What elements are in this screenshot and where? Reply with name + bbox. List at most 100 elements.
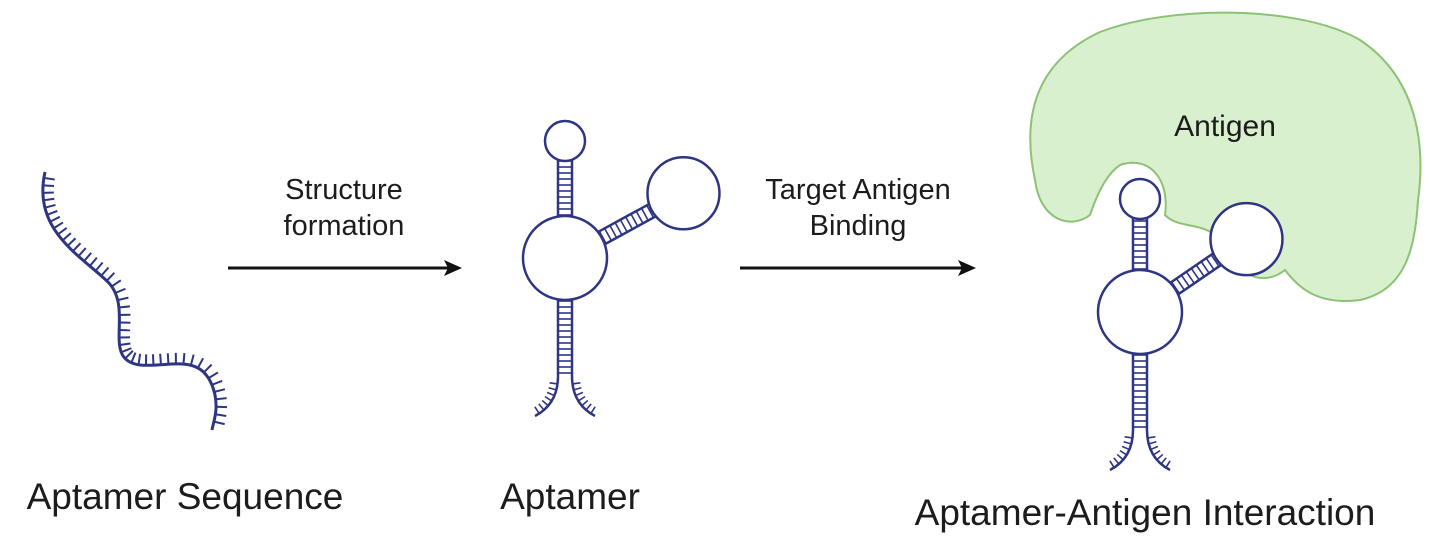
frayed-end-tick xyxy=(1125,437,1133,438)
target-antigen-binding-line2: Binding xyxy=(738,208,978,244)
sequence-base-tick xyxy=(204,365,212,373)
frayed-end-tick xyxy=(1153,451,1160,455)
branch-hairpin-loop xyxy=(647,157,719,229)
sequence-base-tick xyxy=(216,398,227,399)
branch-stem-rung xyxy=(631,214,638,226)
branch-stem-rung xyxy=(1176,279,1184,291)
internal-loop xyxy=(1098,270,1182,354)
aptamer-caption: Aptamer xyxy=(470,476,670,518)
branch-stem-rung xyxy=(642,208,649,220)
branch-stem-rung xyxy=(610,225,617,237)
branch-stem-rung xyxy=(1201,262,1209,274)
sequence-base-tick xyxy=(45,205,56,208)
sequence-base-tick xyxy=(47,211,57,215)
sequence-base-tick xyxy=(160,354,161,365)
frayed-end-tick xyxy=(542,400,548,405)
sequence-base-tick xyxy=(214,422,225,425)
internal-loop xyxy=(523,216,607,300)
sequence-base-tick xyxy=(73,243,81,251)
antigen-label: Antigen xyxy=(1140,110,1310,144)
top-hairpin-loop xyxy=(545,121,585,161)
sequence-base-tick xyxy=(112,280,121,286)
frayed-end-tick xyxy=(545,397,552,401)
sequence-base-tick xyxy=(212,381,222,385)
sequence-base-tick xyxy=(54,222,63,228)
sequence-base-tick xyxy=(58,228,67,235)
sequence-base-tick xyxy=(119,306,130,307)
sequence-base-tick xyxy=(78,248,85,256)
frayed-end-tick xyxy=(1124,442,1132,444)
folded-aptamer xyxy=(523,121,719,416)
frayed-end-right xyxy=(1147,430,1170,470)
sequence-base-tick xyxy=(131,353,135,363)
sequence-base-tick xyxy=(43,199,54,201)
sequence-base-tick xyxy=(214,389,225,392)
frayed-end-left xyxy=(535,376,558,416)
frayed-end-tick xyxy=(535,407,539,414)
frayed-end-tick xyxy=(582,400,588,405)
sequence-base-tick xyxy=(215,414,226,416)
frayed-end-tick xyxy=(591,407,595,414)
sequence-base-tick xyxy=(101,268,108,276)
sequence-base-tick xyxy=(107,273,115,281)
frayed-end-tick xyxy=(578,397,585,401)
structure-formation-label: Structure formation xyxy=(244,172,444,244)
frayed-end-tick xyxy=(1110,461,1114,468)
sequence-base-tick xyxy=(44,178,55,180)
target-antigen-binding-line1: Target Antigen xyxy=(738,172,978,208)
branch-stem-rung xyxy=(1196,265,1204,277)
sequence-base-tick xyxy=(90,258,97,266)
aptamer-antigen-interaction-caption: Aptamer-Antigen Interaction xyxy=(880,492,1410,534)
frayed-end-tick xyxy=(1149,442,1157,444)
frayed-end-tick xyxy=(1148,437,1156,438)
sequence-base-tick xyxy=(209,372,218,378)
top-hairpin-loop xyxy=(1120,179,1160,219)
frayed-end-tick xyxy=(1117,454,1123,459)
frayed-end-left xyxy=(1110,430,1133,470)
sequence-base-tick xyxy=(121,348,131,352)
sequence-base-tick xyxy=(43,185,54,186)
branch-stem-rung xyxy=(605,228,612,240)
branch-stem-rung xyxy=(1181,275,1189,287)
frayed-end-tick xyxy=(574,388,582,390)
branch-stem-rung xyxy=(626,217,633,229)
branch-stem-rung xyxy=(1186,272,1194,284)
frayed-end-right xyxy=(572,376,595,416)
frayed-end-tick xyxy=(1157,454,1163,459)
frayed-end-tick xyxy=(539,404,544,410)
sequence-base-tick xyxy=(153,354,154,365)
sequence-base-tick xyxy=(118,298,129,300)
branch-stem-rung xyxy=(1191,268,1199,280)
sequence-base-tick xyxy=(96,262,103,270)
frayed-end-tick xyxy=(1114,458,1119,464)
branch-hairpin-loop xyxy=(1210,203,1282,275)
sequence-base-tick xyxy=(63,233,71,240)
structure-formation-line2: formation xyxy=(244,208,444,244)
frayed-end-tick xyxy=(1151,446,1158,449)
frayed-end-tick xyxy=(550,383,558,384)
sequence-base-tick xyxy=(68,238,76,246)
sequence-base-tick xyxy=(191,355,194,366)
frayed-end-tick xyxy=(1161,458,1166,464)
sequence-base-tick xyxy=(139,354,141,365)
frayed-end-tick xyxy=(549,388,557,390)
branch-stem-rung xyxy=(620,220,627,232)
aptamer-sequence-strand xyxy=(43,172,227,430)
frayed-end-tick xyxy=(1120,451,1127,455)
sequence-base-tick xyxy=(125,351,133,359)
frayed-end-tick xyxy=(1122,446,1129,449)
frayed-end-tick xyxy=(1166,461,1170,468)
sequence-base-tick xyxy=(115,289,125,293)
sequence-base-tick xyxy=(84,253,91,261)
frayed-end-tick xyxy=(573,383,581,384)
sequence-base-tick xyxy=(183,353,184,364)
branch-stem-rung xyxy=(615,223,622,235)
sequence-base-tick xyxy=(168,353,169,364)
branch-stem-rung xyxy=(1206,258,1214,270)
branch-stem-rung xyxy=(636,211,643,223)
aptamer-sequence-caption: Aptamer Sequence xyxy=(0,476,370,518)
frayed-end-tick xyxy=(586,404,591,410)
sequence-base-tick xyxy=(198,358,203,368)
